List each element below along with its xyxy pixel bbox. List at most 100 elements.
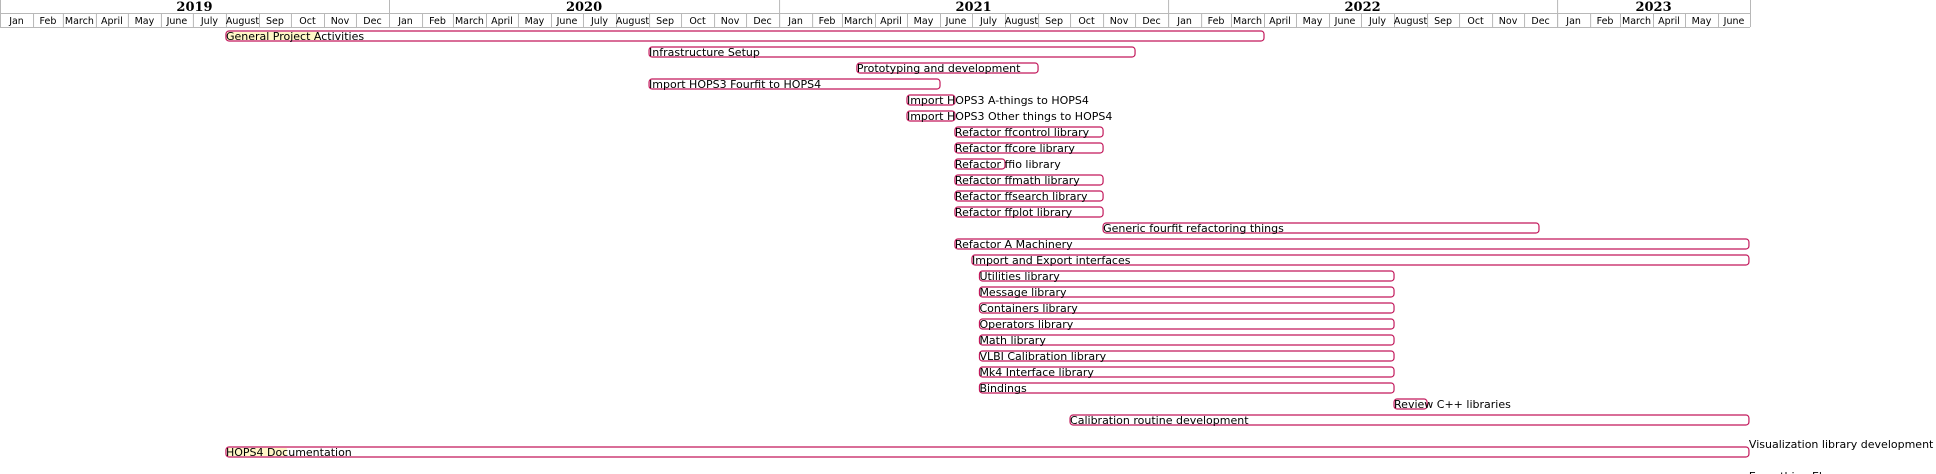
month-label: July <box>200 16 218 27</box>
task-bar-background <box>1070 415 1749 425</box>
task-label: Bindings <box>979 382 1027 395</box>
month-label: April <box>880 16 902 27</box>
task-label: Refactor ffsearch library <box>955 190 1088 203</box>
task-bar[interactable] <box>954 206 1104 218</box>
month-label: Feb <box>1208 16 1225 27</box>
task-bar-background <box>906 95 955 105</box>
task-bar[interactable] <box>971 254 1750 266</box>
month-label: August <box>1005 16 1039 27</box>
task-row: Calibration routine development <box>1069 414 1750 427</box>
task-bar[interactable] <box>954 142 1104 154</box>
task-label: Message library <box>979 286 1067 299</box>
task-bar[interactable] <box>978 286 1395 298</box>
task-label: Refactor ffio library <box>955 158 1061 171</box>
month-label: Sep <box>656 16 674 27</box>
year-label: 2019 <box>176 0 212 15</box>
month-label: Oct <box>689 16 706 27</box>
task-bar-background <box>649 47 1136 57</box>
task-bar-background <box>954 207 1104 217</box>
task-row: Prototyping and development <box>856 62 1039 75</box>
task-bar[interactable] <box>978 302 1395 314</box>
task-bar[interactable] <box>1069 414 1750 426</box>
month-label: May <box>525 16 545 27</box>
task-bar-background <box>954 239 1749 249</box>
year-label: 2020 <box>566 0 602 15</box>
task-row: Math library <box>978 334 1395 347</box>
task-row: Import HOPS3 Fourfit to HOPS4 <box>648 78 941 91</box>
task-bar-background <box>954 191 1104 201</box>
task-row: Containers library <box>978 302 1395 315</box>
task-bar[interactable] <box>954 158 1006 170</box>
month-label: June <box>945 16 967 27</box>
task-bar-background <box>979 303 1395 313</box>
task-bar-background <box>979 351 1395 361</box>
month-label: Oct <box>1467 16 1484 27</box>
task-bar[interactable] <box>978 382 1395 394</box>
task-bar[interactable] <box>1393 398 1428 410</box>
task-bar[interactable] <box>978 334 1395 346</box>
month-label: Jan <box>787 16 803 27</box>
task-bar[interactable] <box>954 238 1750 250</box>
task-label: Review C++ libraries <box>1394 398 1511 411</box>
task-bar-background <box>225 447 1749 457</box>
task-bar[interactable] <box>648 46 1136 58</box>
month-label: May <box>1303 16 1323 27</box>
task-row: Utilities library <box>978 270 1395 283</box>
grid-lines <box>0 0 1751 28</box>
task-row: Message library <box>978 286 1395 299</box>
task-bar[interactable] <box>225 446 1750 458</box>
month-label: Nov <box>1110 16 1129 27</box>
month-label: Nov <box>1499 16 1518 27</box>
month-label: April <box>101 16 123 27</box>
month-label: April <box>491 16 513 27</box>
task-progress-fill <box>226 32 320 40</box>
month-label: June <box>166 16 188 27</box>
task-bar-background <box>954 159 1006 169</box>
task-label: Generic fourfit refactoring things <box>1103 222 1284 235</box>
task-bar[interactable] <box>225 30 1265 42</box>
task-label: Prototyping and development <box>857 62 1021 75</box>
task-bar-background <box>979 319 1395 329</box>
task-bar-background <box>906 111 955 121</box>
task-label: VLBI Calibration library <box>979 350 1106 363</box>
task-label: Visualization library development <box>1749 438 1934 451</box>
task-bar[interactable] <box>954 174 1104 186</box>
task-label: Import HOPS3 A-things to HOPS4 <box>907 94 1089 107</box>
task-label: Refactor A Machinery <box>955 238 1073 251</box>
month-label: August <box>1394 16 1428 27</box>
task-bar[interactable] <box>978 366 1395 378</box>
task-row: Generic fourfit refactoring things <box>1102 222 1540 235</box>
task-bar[interactable] <box>954 190 1104 202</box>
month-label: Sep <box>1045 16 1063 27</box>
task-bar[interactable] <box>1102 222 1540 234</box>
task-bar[interactable] <box>954 126 1104 138</box>
task-label: Mk4 Interface library <box>979 366 1094 379</box>
month-label: March <box>844 16 873 27</box>
task-row: Refactor ffplot library <box>954 206 1104 219</box>
task-bar[interactable] <box>856 62 1039 74</box>
month-label: Feb <box>40 16 57 27</box>
task-rows: General Project ActivitiesInfrastructure… <box>225 30 1934 474</box>
task-bar-background <box>979 271 1395 281</box>
task-bar[interactable] <box>978 270 1395 282</box>
month-label: Sep <box>266 16 284 27</box>
month-label: April <box>1658 16 1680 27</box>
month-label: Dec <box>1142 16 1160 27</box>
task-label: Calibration routine development <box>1070 414 1249 427</box>
task-bar[interactable] <box>906 110 956 122</box>
task-row: Visualization library development <box>1749 438 1934 451</box>
task-row: General Project Activities <box>225 30 1265 43</box>
month-label: August <box>616 16 650 27</box>
task-bar[interactable] <box>978 318 1395 330</box>
task-label: Refactor ffplot library <box>955 206 1073 219</box>
month-label: March <box>455 16 484 27</box>
task-bar[interactable] <box>648 78 941 90</box>
month-label: June <box>1334 16 1356 27</box>
month-label: May <box>914 16 934 27</box>
task-bar[interactable] <box>906 94 956 106</box>
task-bar[interactable] <box>978 350 1395 362</box>
task-row: Import HOPS3 Other things to HOPS4 <box>906 110 1112 123</box>
month-label: March <box>1233 16 1262 27</box>
task-bar-background <box>1394 399 1428 409</box>
